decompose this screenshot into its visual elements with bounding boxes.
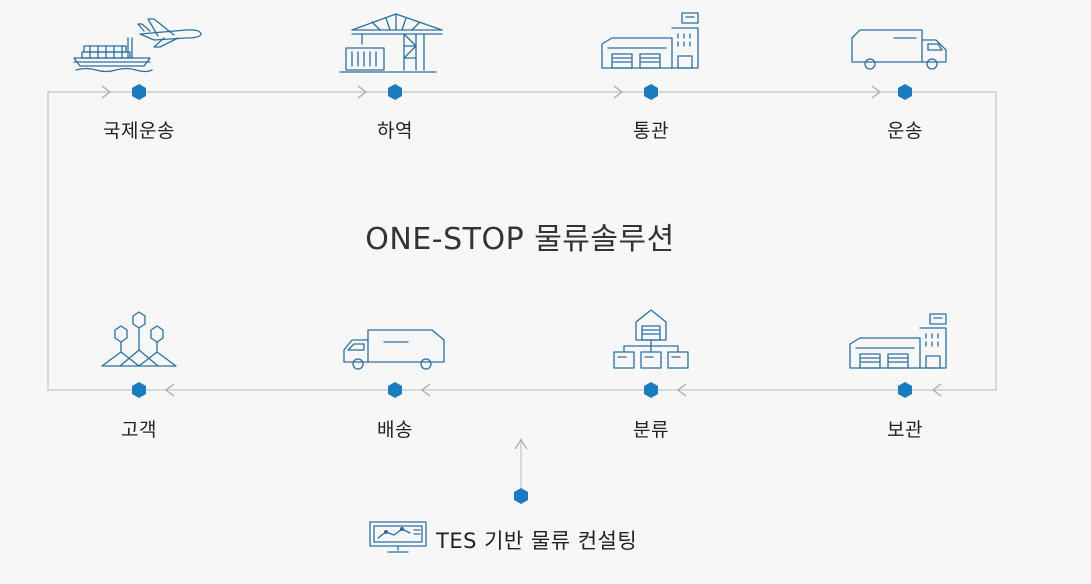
node-marker xyxy=(388,382,402,398)
step-label-delivery: 배송 xyxy=(377,419,413,441)
flow-loop-line xyxy=(47,91,997,391)
diagram-title: ONE-STOP 물류솔루션 xyxy=(365,222,675,257)
arrow-up-icon xyxy=(514,438,528,450)
truck-icon xyxy=(851,29,947,70)
node-marker xyxy=(132,382,146,398)
node-marker xyxy=(644,84,658,100)
arrow-left-icon xyxy=(164,383,175,397)
arrow-left-icon xyxy=(931,383,942,397)
arrow-right-icon xyxy=(613,85,624,99)
hexagon-network-icon xyxy=(101,311,177,367)
node-marker xyxy=(514,488,528,504)
step-label-customer: 고객 xyxy=(121,419,157,441)
step-label-unloading: 하역 xyxy=(377,120,413,142)
arrow-right-icon xyxy=(357,85,368,99)
arrow-left-icon xyxy=(676,383,687,397)
node-marker xyxy=(644,382,658,398)
flow-nodes xyxy=(132,84,912,504)
port-crane-icon xyxy=(339,13,443,73)
node-marker xyxy=(388,84,402,100)
step-label-international-transport: 국제운송 xyxy=(103,120,175,142)
consulting-label: TES 기반 물류 컨설팅 xyxy=(436,529,638,553)
step-label-sorting: 분류 xyxy=(633,419,669,441)
arrow-right-icon xyxy=(871,85,882,99)
step-label-transport: 운송 xyxy=(887,120,923,142)
storage-warehouse-icon xyxy=(849,313,947,369)
step-label-customs: 통관 xyxy=(633,120,669,142)
arrow-right-icon xyxy=(101,85,112,99)
arrow-left-icon xyxy=(420,383,431,397)
sorting-hierarchy-icon xyxy=(613,309,689,369)
flow-lines xyxy=(47,91,997,488)
monitor-chart-icon xyxy=(369,521,427,553)
customs-warehouse-icon xyxy=(601,12,699,69)
step-label-storage: 보관 xyxy=(887,419,923,441)
node-marker xyxy=(898,382,912,398)
flow-arrows xyxy=(101,85,942,450)
delivery-truck-icon xyxy=(343,329,445,370)
node-marker xyxy=(898,84,912,100)
ship-and-plane-icon xyxy=(73,18,202,73)
node-marker xyxy=(132,84,146,100)
